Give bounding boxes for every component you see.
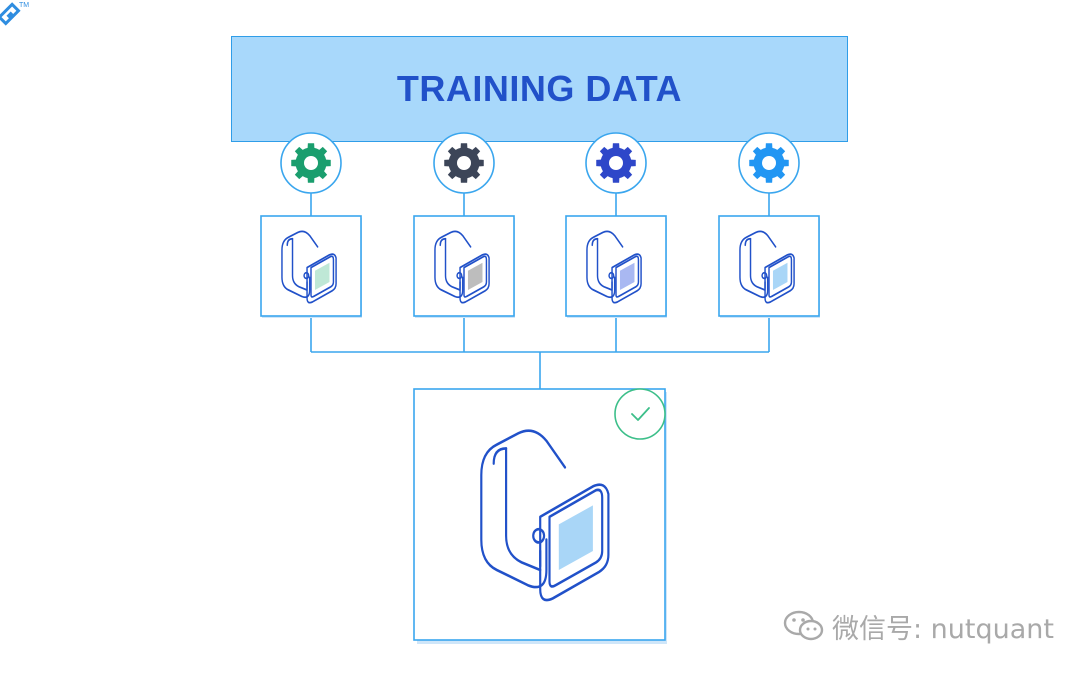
- smartwatch-icon: [586, 230, 642, 304]
- watch-crown: [456, 271, 463, 280]
- watch-case-front: [310, 255, 335, 298]
- watch-band-inner: [291, 237, 308, 291]
- watch-screen: [558, 505, 593, 570]
- check-badge: [614, 388, 666, 440]
- gear-icon: [291, 143, 331, 183]
- model-card-shadow: [567, 218, 667, 318]
- gear-badge: [585, 132, 647, 194]
- model-card-shadow: [415, 218, 515, 318]
- watch-screen: [314, 262, 330, 290]
- watch-band-curve: [286, 237, 294, 247]
- gear-teeth: [596, 143, 636, 183]
- wechat-icon: [783, 610, 824, 641]
- watch-case: [306, 253, 337, 304]
- watch-case-front: [463, 255, 488, 298]
- model-card-shadow: [262, 218, 362, 318]
- watch-crown: [608, 271, 615, 280]
- smartwatch-icon: [739, 230, 795, 304]
- gear-teeth: [291, 143, 331, 183]
- smartwatch-icon: [281, 230, 337, 304]
- watch-screen: [619, 262, 635, 290]
- watch-band-inner: [505, 447, 542, 572]
- watch-crown: [761, 271, 768, 280]
- watch-case-front: [615, 255, 640, 298]
- training-data-title: TRAINING DATA: [396, 68, 683, 109]
- model-card-shadow: [720, 218, 820, 318]
- watch-band: [480, 429, 567, 589]
- watch-band-curve: [591, 237, 599, 247]
- training-data-box: TRAINING DATA: [231, 36, 848, 142]
- watch-case: [611, 253, 642, 304]
- gear-badge: [433, 132, 495, 194]
- result-card: [413, 388, 666, 641]
- watch-case-front: [548, 488, 604, 588]
- watch-case: [764, 253, 795, 304]
- watch-band-curve: [439, 237, 447, 247]
- watch-band: [739, 230, 777, 299]
- watch-screen: [467, 262, 483, 290]
- gear-hole: [762, 156, 776, 170]
- watch-band: [434, 230, 472, 299]
- gear-badge: [738, 132, 800, 194]
- model-card: [260, 215, 362, 317]
- watch-band-inner: [596, 237, 613, 291]
- gear-icon: [749, 143, 789, 183]
- watch-band-inner: [749, 237, 766, 291]
- watch-case: [539, 483, 610, 602]
- watch-band-inner: [444, 237, 461, 291]
- watch-band-curve: [492, 447, 508, 465]
- watermark-text: 微信号: nutquant: [832, 613, 1054, 645]
- watch-screen: [772, 262, 788, 290]
- watch-band: [586, 230, 624, 299]
- gear-teeth: [444, 143, 484, 183]
- gear-hole: [304, 156, 318, 170]
- model-card: [565, 215, 667, 317]
- watch-band: [281, 230, 319, 299]
- watch-band-curve: [744, 237, 752, 247]
- model-card: [718, 215, 820, 317]
- result-card-shadow: [417, 392, 667, 644]
- gear-icon: [444, 143, 484, 183]
- toptal-logo-icon: TM: [0, 2, 29, 26]
- watch-crown: [303, 271, 310, 280]
- smartwatch-icon: [480, 429, 610, 602]
- svg-text:TM: TM: [19, 2, 29, 9]
- gear-icon: [596, 143, 636, 183]
- connectors: [310, 142, 770, 389]
- model-card: [413, 215, 515, 317]
- watch-case-front: [768, 255, 793, 298]
- gear-hole: [457, 156, 471, 170]
- smartwatch-icon: [434, 230, 490, 304]
- checkmark-icon: [631, 407, 650, 421]
- gear-teeth: [749, 143, 789, 183]
- gear-hole: [609, 156, 623, 170]
- gear-badge: [280, 132, 342, 194]
- watch-crown: [532, 527, 546, 544]
- watermark: 微信号: nutquant: [782, 606, 1054, 646]
- watch-case: [459, 253, 490, 304]
